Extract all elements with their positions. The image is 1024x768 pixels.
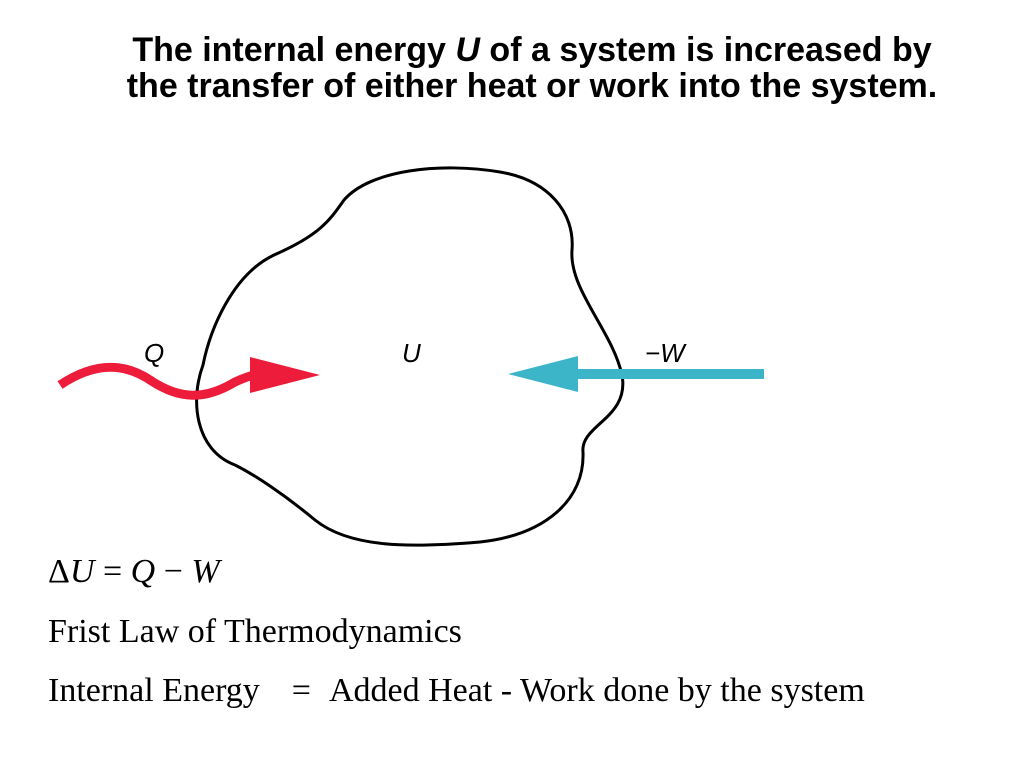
word-equation: Internal Energy = Added Heat - Work done b… xyxy=(48,672,865,710)
title-energy-symbol: U xyxy=(455,31,480,69)
word-equation-equals: = xyxy=(291,672,311,709)
formula-equals: = xyxy=(94,553,131,590)
formula-w: W xyxy=(191,553,220,590)
formula-u: U xyxy=(69,553,95,590)
title-line-1: The internal energy U of a system is inc… xyxy=(0,32,1024,68)
system-diagram: Q U −W xyxy=(57,166,764,547)
law-name: Frist Law of Thermodynamics xyxy=(48,613,462,650)
system-boundary xyxy=(195,166,625,547)
first-law-formula: ΔU = Q − W xyxy=(48,553,220,591)
heat-arrow-head xyxy=(250,357,320,393)
formula-minus: − xyxy=(155,553,192,590)
title-line-2: the transfer of either heat or work into… xyxy=(126,67,938,105)
title-line-1-start: The internal energy xyxy=(132,31,456,69)
work-label: −W xyxy=(645,338,687,368)
formula-delta: Δ xyxy=(48,553,70,590)
title-line-1-end: of a system is increased by xyxy=(479,31,932,69)
word-equation-left: Internal Energy xyxy=(48,672,260,709)
heat-arrow-shaft xyxy=(57,362,263,400)
slide-title: The internal energy U of a system is inc… xyxy=(0,32,1024,104)
system-energy-label: U xyxy=(402,338,421,368)
work-arrow-shaft xyxy=(560,369,764,379)
heat-label: Q xyxy=(144,338,164,368)
word-equation-right: Added Heat - Work done by the system xyxy=(328,672,865,709)
work-arrow-head xyxy=(508,356,578,392)
formula-q: Q xyxy=(130,553,156,590)
